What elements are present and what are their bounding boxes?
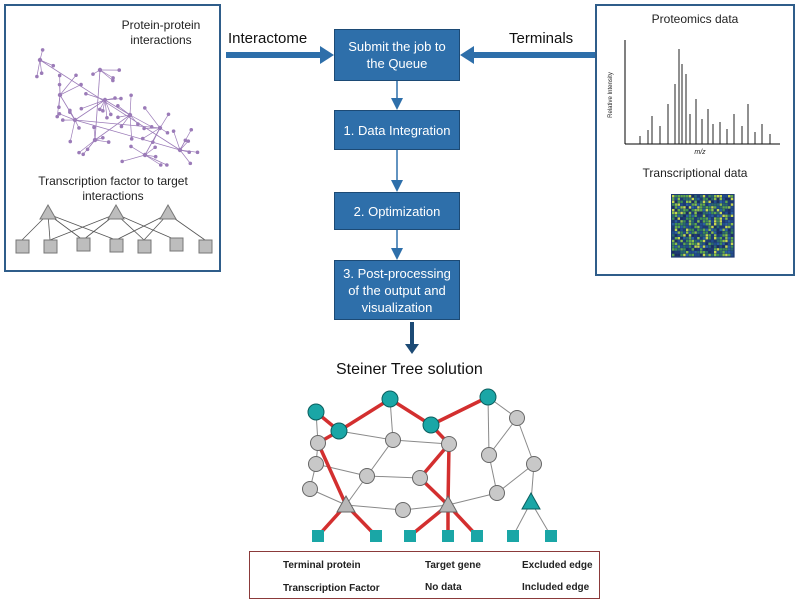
ppi-network-graphic — [35, 48, 200, 167]
node-tf1 — [336, 494, 356, 513]
mass-spectrum-graphic: Relative Intensity m/z — [608, 40, 780, 156]
node-s5 — [471, 530, 483, 542]
node-t3 — [330, 422, 348, 440]
tf-triangle-1 — [39, 203, 57, 220]
step-data-integration-text: 1. Data Integration — [343, 122, 451, 138]
node-g5 — [308, 456, 324, 472]
legend-no-data: No data — [425, 582, 462, 593]
ppi-label: Protein-protein interactions — [121, 18, 201, 47]
step-submit-job-text: Submit the job to the Queue — [348, 39, 446, 71]
step-submit-job: Submit the job to the Queue — [334, 29, 460, 81]
node-g3 — [441, 436, 457, 452]
node-tf3 — [521, 491, 541, 510]
node-g10 — [302, 481, 318, 497]
legend-transcription-factor: Transcription Factor — [283, 583, 380, 594]
step-optimization-text: 2. Optimization — [353, 203, 441, 219]
node-t1 — [307, 403, 325, 421]
node-g1 — [310, 435, 326, 451]
node-g7 — [412, 470, 428, 486]
legend-target-gene: Target gene — [425, 560, 481, 571]
legend-terminal-protein: Terminal protein — [283, 560, 361, 571]
node-g9 — [526, 456, 542, 472]
node-s7 — [545, 530, 557, 542]
interactome-arrow — [226, 46, 334, 64]
node-g6 — [359, 468, 375, 484]
legend-excluded-edge: Excluded edge — [522, 560, 593, 571]
flow-arrow-4 — [405, 322, 419, 354]
ms-x-axis-label: m/z — [694, 149, 706, 156]
tf-triangle-2 — [107, 203, 125, 220]
node-g2 — [385, 432, 401, 448]
step-post-processing-text: 3. Post-processing of the output and vis… — [343, 265, 451, 315]
node-t5 — [479, 388, 497, 406]
interactome-panel: Protein-protein interactions Transcripti… — [4, 4, 221, 272]
node-tf2 — [438, 494, 458, 513]
node-s1 — [312, 530, 324, 542]
ms-y-axis-label: Relative Intensity — [608, 72, 614, 118]
interactome-label: Interactome — [228, 30, 308, 47]
proteomics-label: Proteomics data — [651, 12, 739, 26]
transcriptional-heatmap — [671, 194, 735, 258]
node-s2 — [370, 530, 382, 542]
tf-triangle-3 — [159, 203, 177, 220]
transcriptional-label: Transcriptional data — [642, 166, 748, 180]
tf-target-label: Transcription factor to target interacti… — [38, 174, 188, 203]
terminals-label: Terminals — [509, 30, 574, 47]
terminals-arrow — [460, 46, 595, 64]
legend-included-edge: Included edge — [522, 582, 590, 593]
node-g11 — [395, 502, 411, 518]
node-s4 — [442, 530, 454, 542]
step-data-integration: 1. Data Integration — [334, 110, 460, 150]
step-post-processing: 3. Post-processing of the output and vis… — [334, 260, 460, 320]
legend — [249, 551, 600, 599]
node-g8 — [481, 447, 497, 463]
tf-target-graphic — [15, 203, 213, 254]
node-t4 — [422, 416, 440, 434]
node-t2 — [381, 390, 399, 408]
step-optimization: 2. Optimization — [334, 192, 460, 230]
steiner-tree-graphic — [302, 388, 557, 542]
solution-title: Steiner Tree solution — [336, 361, 483, 378]
node-s6 — [507, 530, 519, 542]
node-s3 — [404, 530, 416, 542]
node-g4 — [509, 410, 525, 426]
node-g12 — [489, 485, 505, 501]
